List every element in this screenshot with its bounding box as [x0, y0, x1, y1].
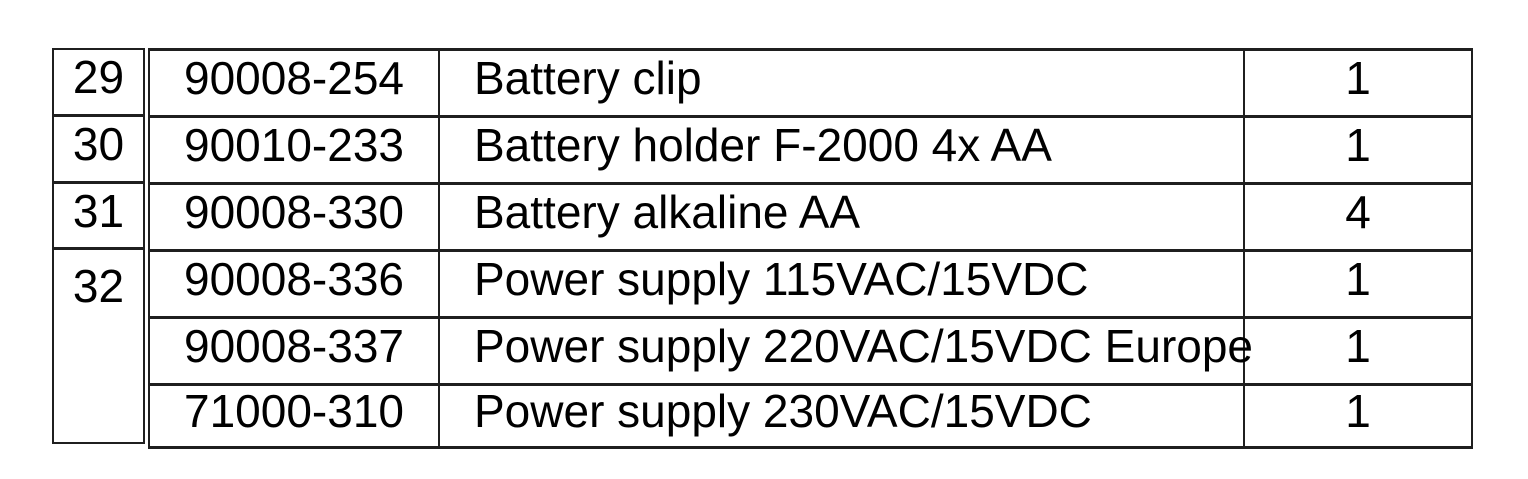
description-text: Power supply 230VAC/15VDC — [474, 385, 1092, 437]
quantity-cell: 1 — [1243, 51, 1471, 115]
table-row: 71000-310 Power supply 230VAC/15VDC 1 — [150, 386, 1471, 446]
table-row: 90008-336 Power supply 115VAC/15VDC 1 — [150, 252, 1471, 319]
quantity-cell: 1 — [1243, 386, 1471, 446]
part-number-cell: 90008-337 — [184, 320, 404, 372]
description-text: Power supply 115VAC/15VDC — [474, 253, 1089, 305]
part-number-cell: 90008-330 — [184, 186, 404, 238]
table-row: 90008-337 Power supply 220VAC/15VDC Euro… — [150, 319, 1471, 386]
description-cell: Power supply 220VAC/15VDC Europe — [438, 319, 1253, 383]
part-number-cell: 90010-233 — [184, 119, 404, 171]
quantity-cell: 1 — [1243, 252, 1471, 316]
quantity-cell: 4 — [1243, 185, 1471, 249]
item-cell-31: 31 — [54, 184, 143, 250]
description-cell: Power supply 115VAC/15VDC — [438, 252, 1243, 316]
table-row: 90008-330 Battery alkaline AA 4 — [150, 185, 1471, 252]
table-row: 90010-233 Battery holder F-2000 4x AA 1 — [150, 118, 1471, 185]
item-number-column: 29 30 31 32 — [52, 48, 145, 444]
description-cell: Battery alkaline AA — [438, 185, 1243, 249]
description-cell: Battery clip — [438, 51, 1243, 115]
part-number-cell: 90008-336 — [184, 253, 404, 305]
description-text: Battery clip — [474, 52, 702, 104]
description-text: Battery alkaline AA — [474, 186, 861, 238]
part-number-cell: 71000-310 — [184, 385, 404, 437]
parts-table: 90008-254 Battery clip 1 90010-233 Batte… — [148, 48, 1473, 449]
table-row: 90008-254 Battery clip 1 — [150, 51, 1471, 118]
quantity-cell: 1 — [1243, 118, 1471, 182]
description-text: Power supply 220VAC/15VDC Europe — [474, 320, 1254, 372]
part-number-cell: 90008-254 — [184, 52, 404, 104]
item-cell-32: 32 — [72, 260, 125, 312]
item-cell-30: 30 — [54, 117, 143, 184]
quantity-cell: 1 — [1243, 319, 1471, 383]
description-cell: Battery holder F-2000 4x AA — [438, 118, 1243, 182]
item-cell-29: 29 — [54, 50, 143, 117]
description-cell: Power supply 230VAC/15VDC — [438, 386, 1243, 446]
description-text: Battery holder F-2000 4x AA — [474, 119, 1052, 171]
